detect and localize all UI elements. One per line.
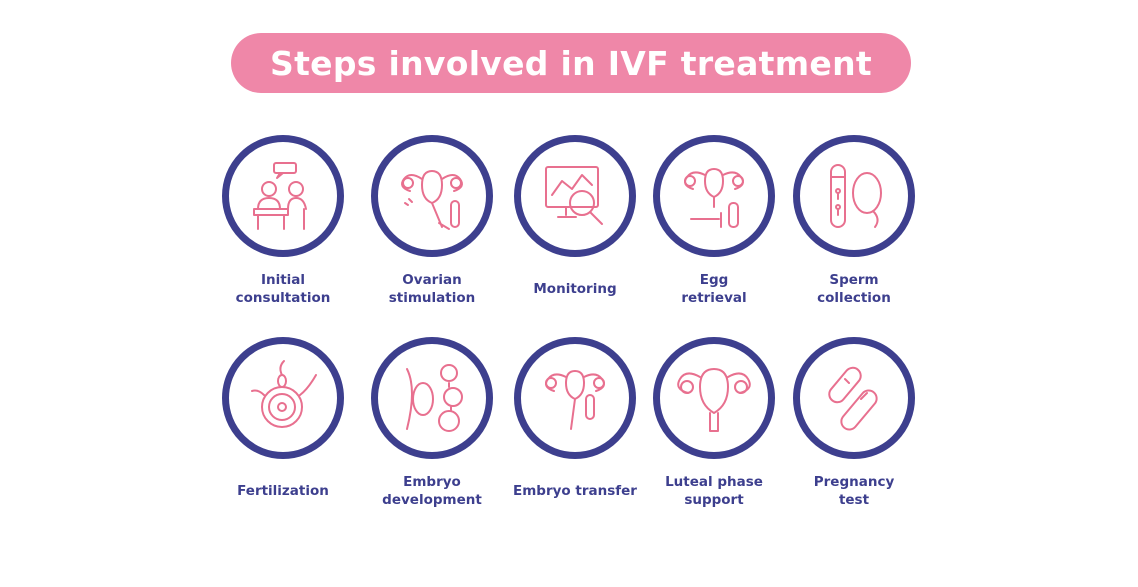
step-egg-retrieval: Egg retrieval: [634, 135, 794, 307]
step-circle: [222, 135, 344, 257]
step-embryo-transfer: Embryo transfer: [495, 337, 655, 509]
title-banner: Steps involved in IVF treatment: [231, 33, 911, 93]
embryo-transfer-icon: [545, 370, 605, 430]
step-label: Luteal phase support: [665, 474, 763, 508]
step-circle: [371, 337, 493, 459]
step-initial-consultation: Initial consultation: [203, 135, 363, 307]
step-label: Embryo development: [382, 474, 482, 508]
consultation-icon: [253, 162, 307, 230]
step-circle: [653, 337, 775, 459]
ovary-syringe-icon: [401, 170, 463, 230]
step-label: Fertilization: [237, 483, 329, 499]
step-label: Egg retrieval: [681, 272, 747, 306]
step-circle: [793, 135, 915, 257]
step-ovarian-stimulation: Ovarian stimulation: [352, 135, 512, 307]
step-circle: [222, 337, 344, 459]
egg-retrieval-icon: [684, 168, 744, 228]
egg-sperm-icon: [251, 360, 317, 428]
step-circle: [514, 135, 636, 257]
pregnancy-test-icon: [828, 366, 878, 431]
step-monitoring: Monitoring: [495, 135, 655, 307]
step-label: Pregnancy test: [813, 474, 895, 508]
step-label: Ovarian stimulation: [388, 272, 476, 306]
step-label: Embryo transfer: [513, 483, 637, 499]
step-circle: [653, 135, 775, 257]
embryo-icon: [406, 364, 463, 432]
step-label: Monitoring: [533, 281, 617, 297]
step-fertilization: Fertilization: [203, 337, 363, 509]
sperm-tube-icon: [830, 164, 882, 228]
step-circle: [371, 135, 493, 257]
step-pregnancy-test: Pregnancy test: [774, 337, 934, 509]
step-circle: [793, 337, 915, 459]
step-embryo-development: Embryo development: [352, 337, 512, 509]
page-title: Steps involved in IVF treatment: [270, 43, 872, 83]
step-sperm-collection: Sperm collection: [774, 135, 934, 307]
step-label: Sperm collection: [817, 272, 891, 306]
monitor-magnifier-icon: [545, 166, 603, 225]
step-label: Initial consultation: [235, 272, 331, 306]
step-luteal-phase-support: Luteal phase support: [634, 337, 794, 509]
uterus-icon: [677, 368, 751, 432]
step-circle: [514, 337, 636, 459]
